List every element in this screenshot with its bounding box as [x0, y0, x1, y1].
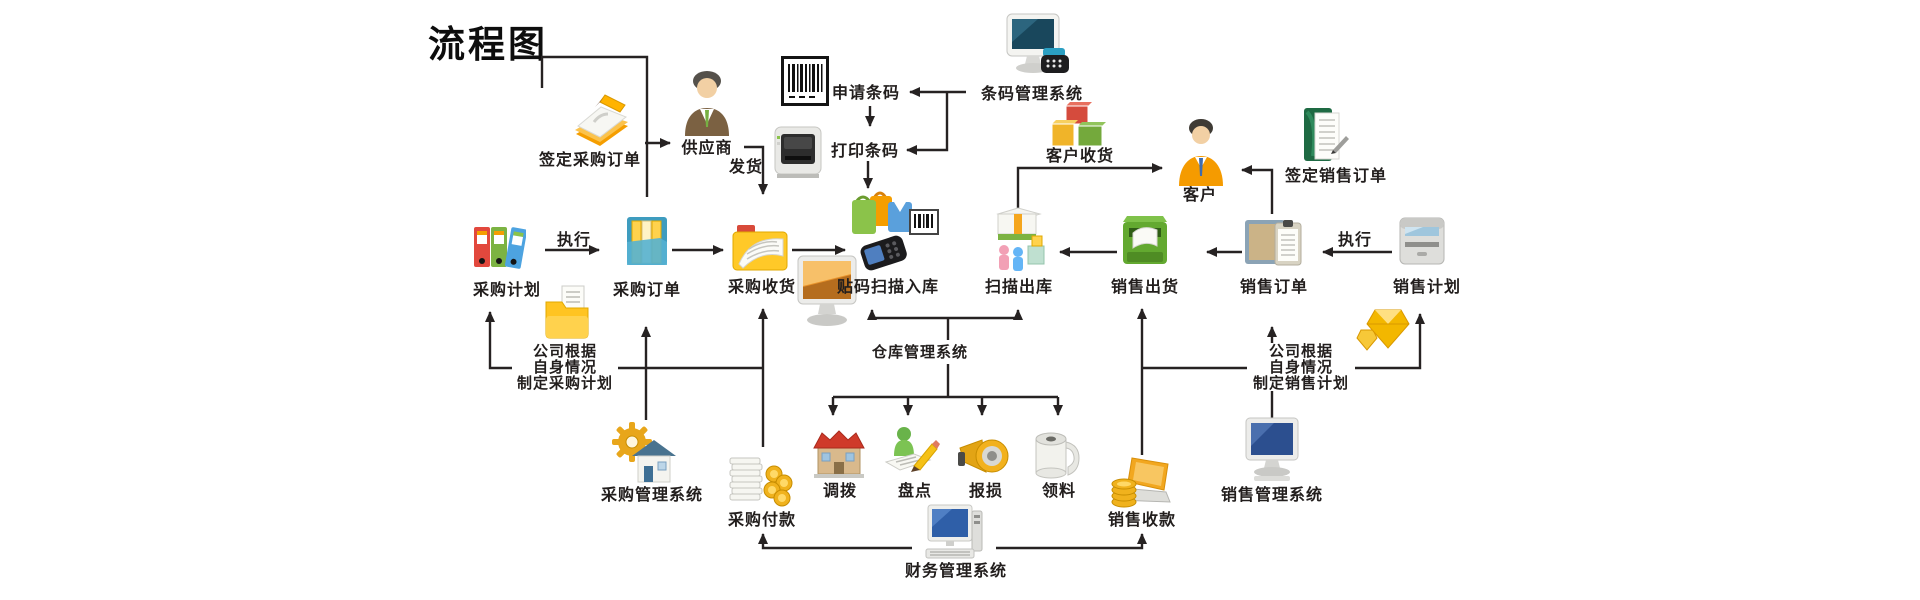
- label-scan-inbound: 贴码扫描入库: [836, 277, 940, 296]
- label-printer-icon: [774, 126, 822, 178]
- label-execute-right: 执行: [1337, 230, 1373, 249]
- customer-person-icon: [1179, 119, 1223, 186]
- goods-boxes-icon: [1051, 102, 1106, 147]
- label-scan-outbound: 扫描出库: [984, 277, 1054, 296]
- label-purchase-order: 采购订单: [612, 280, 682, 299]
- purchase-system-gear-house-icon: [612, 422, 676, 483]
- label-sales-collection: 销售收款: [1107, 510, 1177, 529]
- barcode-icon: [781, 56, 829, 106]
- notebook-pencil-icon: [575, 94, 628, 146]
- transfer-shop-icon: [813, 430, 865, 478]
- label-finance-system: 财务管理系统: [904, 561, 1008, 580]
- label-ship-goods: 发货: [728, 157, 764, 176]
- label-execute-left: 执行: [556, 230, 592, 249]
- label-transfer: 调拨: [822, 481, 858, 500]
- scan-outbound-icon: [996, 207, 1045, 271]
- sales-collection-coins-icon: [1111, 457, 1171, 508]
- sales-plan-device-icon: [1399, 217, 1445, 265]
- binders-icon: [474, 227, 526, 269]
- label-purchase-plan: 采购计划: [472, 280, 542, 299]
- label-print-barcode: 打印条码: [830, 141, 900, 160]
- label-purchase-system: 采购管理系统: [600, 485, 704, 504]
- barcode-computer-icon: [1006, 13, 1069, 73]
- stocktaking-icon: [884, 427, 940, 472]
- label-purchase-payment: 采购付款: [727, 510, 797, 529]
- page-title: 流程图: [428, 23, 548, 66]
- label-apply-barcode: 申请条码: [831, 83, 901, 102]
- label-loss-report: 报损: [968, 481, 1004, 500]
- label-sales-plan: 销售计划: [1392, 277, 1462, 296]
- label-sales-system: 销售管理系统: [1220, 485, 1324, 504]
- label-sign-purchase-order: 签定采购订单: [538, 150, 642, 169]
- gold-gem-icon: [1356, 309, 1410, 351]
- loss-report-megaphone-icon: [958, 439, 1009, 473]
- label-purchase-receiving: 采购收货: [727, 277, 797, 296]
- sales-contract-icon: [1304, 108, 1349, 161]
- warehouse-system-computer-icon: [797, 255, 857, 326]
- label-sales-shipment: 销售出货: [1110, 277, 1180, 296]
- scan-inbound-bags-icon: [852, 191, 939, 271]
- sales-system-computer-icon: [1245, 417, 1299, 481]
- label-customer-receiving: 客户收货: [1045, 146, 1115, 165]
- label-sign-sales-order: 签定销售订单: [1284, 166, 1388, 185]
- sales-order-clipboard-icon: [1245, 220, 1302, 266]
- label-stocktaking: 盘点: [897, 481, 933, 500]
- label-warehouse-system: 仓库管理系统: [871, 343, 969, 361]
- finance-system-computer-icon: [925, 504, 983, 559]
- label-customer: 客户: [1182, 185, 1218, 204]
- label-barcode-system: 条码管理系统: [980, 84, 1084, 103]
- label-material-requisition: 领料: [1041, 481, 1077, 500]
- purchase-order-folder-icon: [627, 217, 667, 265]
- company-folder-icon: [545, 285, 589, 339]
- material-roll-icon: [1035, 432, 1080, 479]
- sales-shipment-box-icon: [1123, 216, 1167, 264]
- label-supplier: 供应商: [681, 138, 733, 157]
- supplier-person-icon: [685, 71, 729, 136]
- purchase-plan-note: 公司根据 自身情况 制定采购计划: [514, 342, 616, 392]
- label-sales-order: 销售订单: [1239, 277, 1309, 296]
- purchase-payment-money-icon: [729, 457, 793, 507]
- sales-plan-note: 公司根据 自身情况 制定销售计划: [1250, 342, 1352, 392]
- receiving-note-icon: [732, 225, 788, 271]
